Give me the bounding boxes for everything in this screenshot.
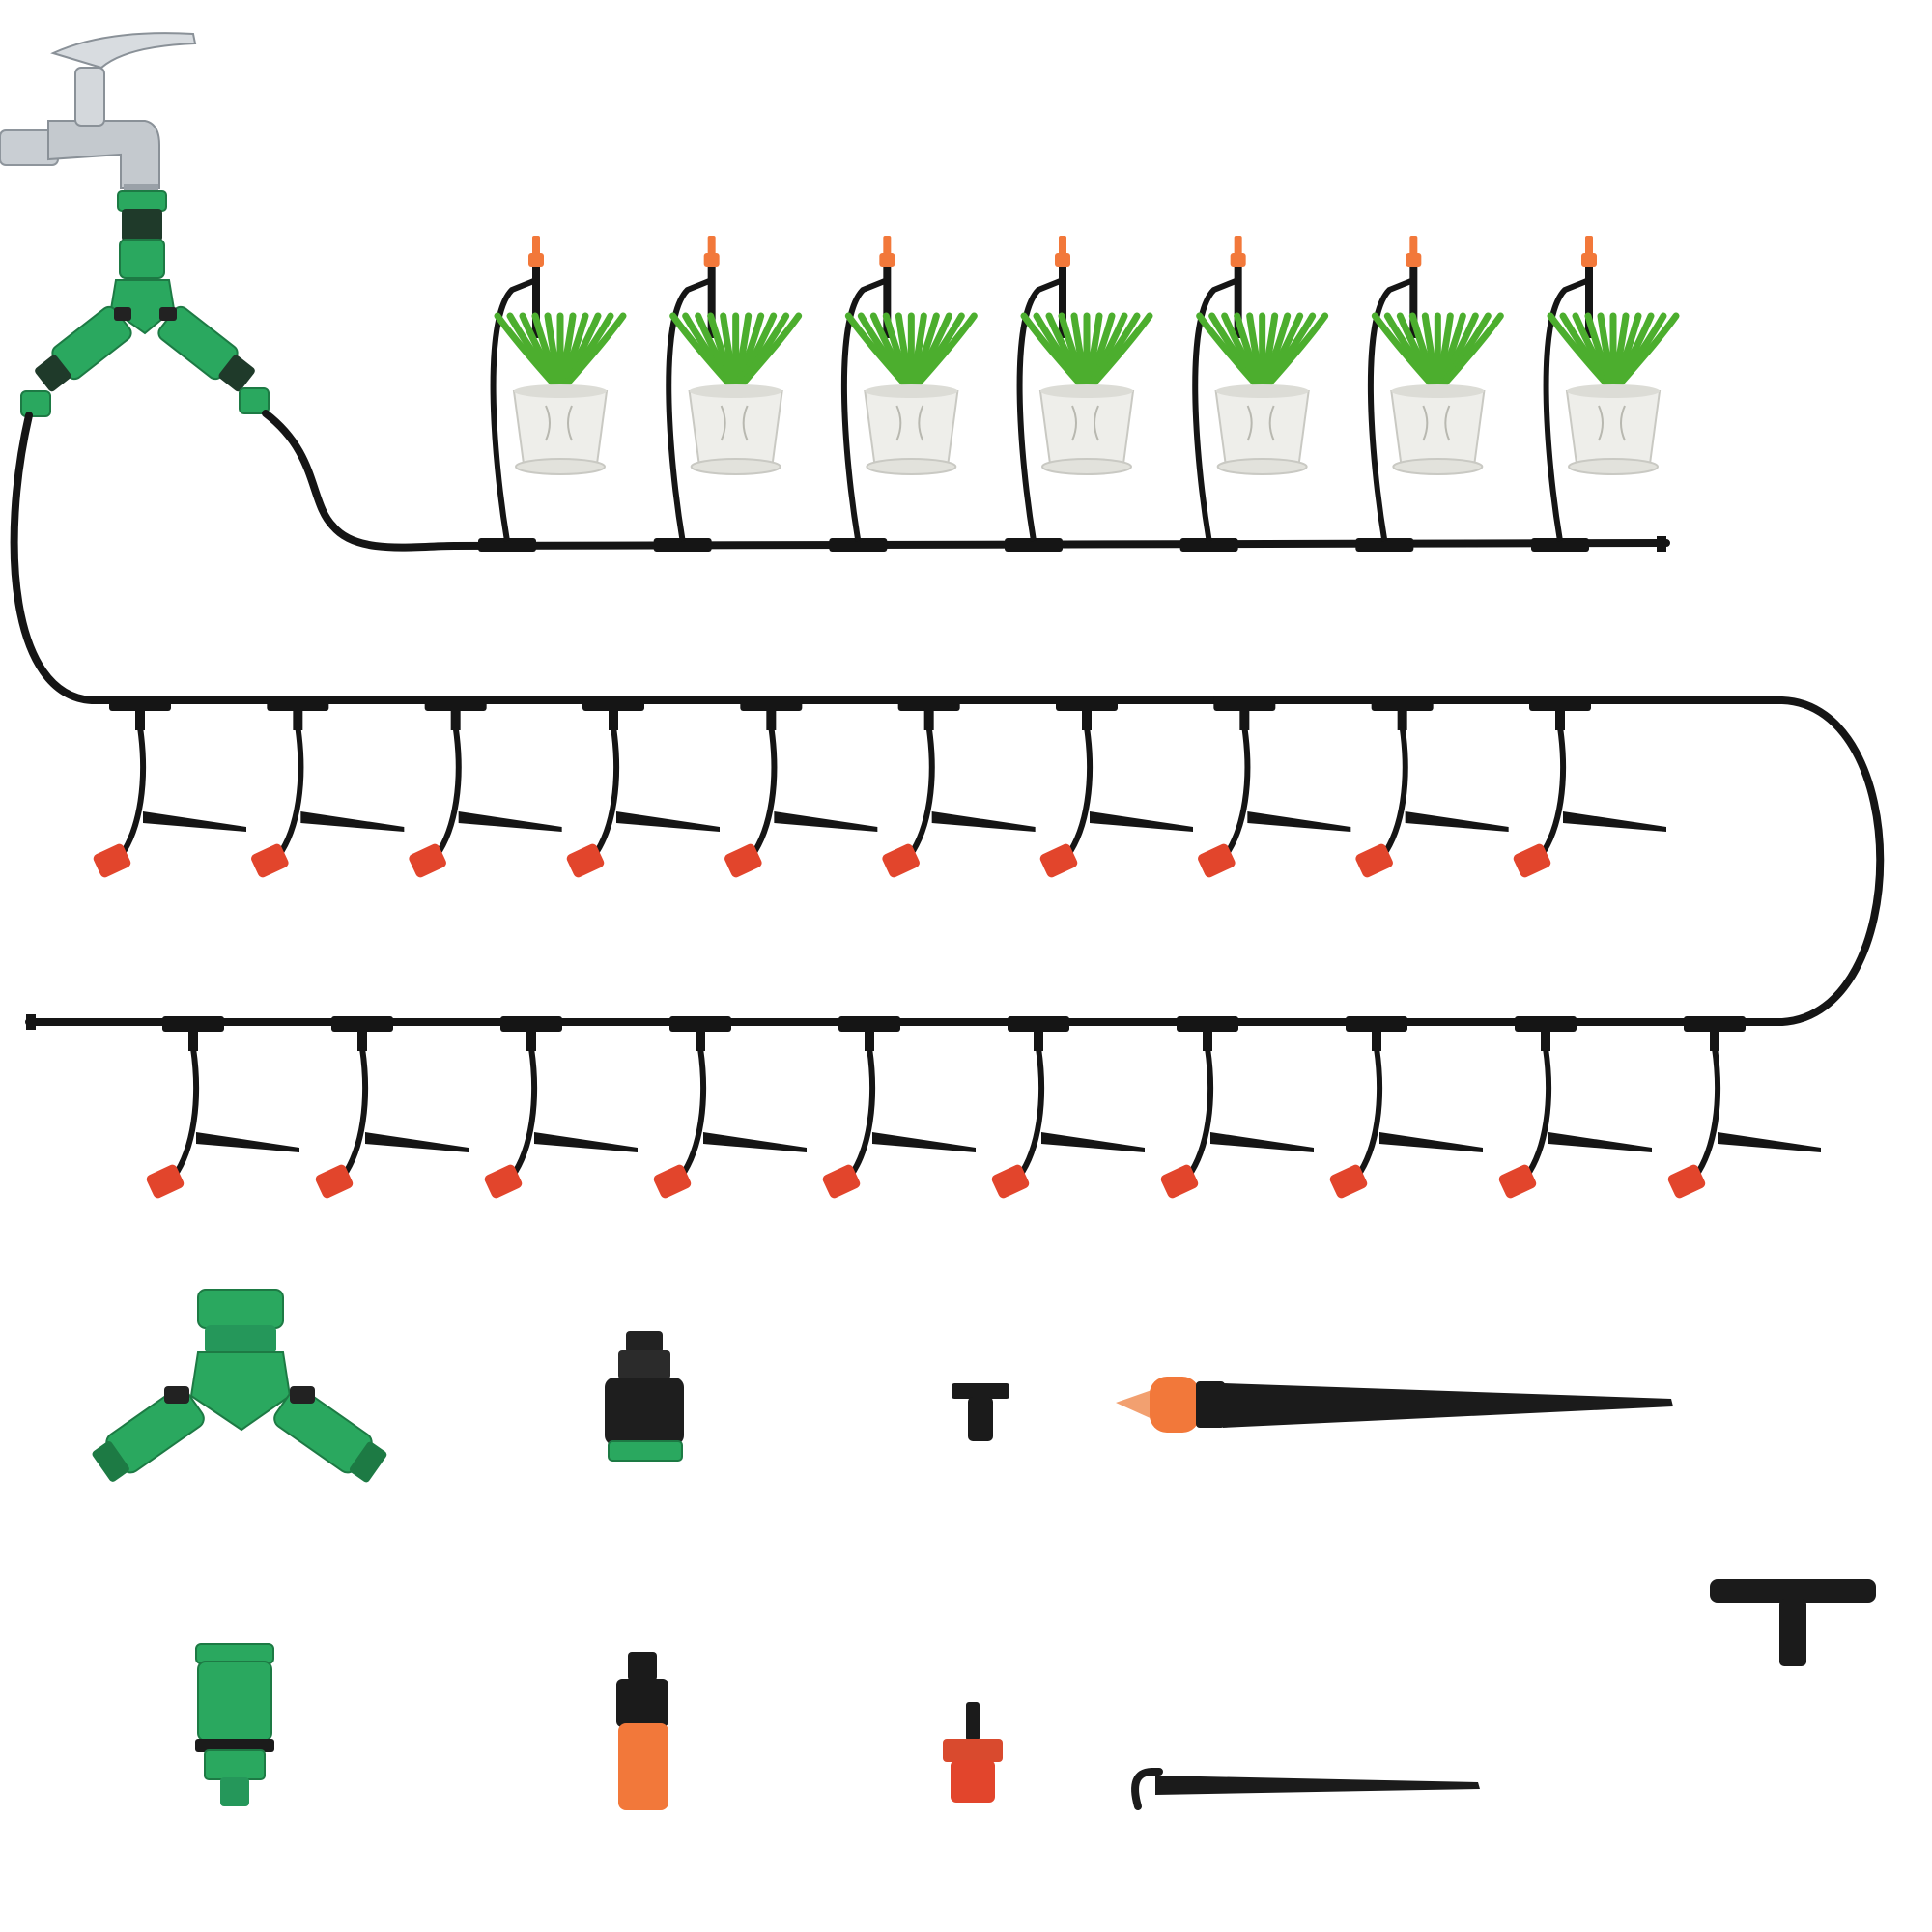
dripper-stake [484,1016,638,1199]
dripper-stake [315,1016,469,1199]
dripper-row-upper [93,696,1666,878]
dripper-stake [1039,696,1193,878]
dripper-stake [1160,1016,1314,1199]
hanging-pot [653,236,803,552]
hanging-pot [1355,236,1504,552]
hanging-pot [1531,236,1680,552]
hanging-pot [829,236,978,552]
mounted-y-splitter [20,190,270,417]
dripper-stake [566,696,720,878]
dripper-stake [991,1016,1145,1199]
adjustable-nozzle-icon [616,1652,668,1810]
faucet-icon [0,32,197,203]
dripper-stake [251,696,405,878]
quick-connector-icon [195,1643,274,1806]
dripper-stake [1355,696,1509,878]
dripper-stake [653,1016,807,1199]
tee-connector-icon [1710,1579,1876,1666]
hanging-pot [478,236,627,552]
dripper-stake [1667,1016,1821,1199]
sprayer-stake-icon [1116,1377,1673,1433]
hanging-pot-row [478,236,1680,552]
dripper-stake [93,696,246,878]
hanging-pot [1005,236,1153,552]
end-plug-icon [952,1383,1009,1441]
y-splitter-icon [92,1289,387,1483]
dripper-stake [1498,1016,1652,1199]
dripper-stake [146,1016,299,1199]
dripper-row-lower [146,1016,1821,1199]
hook-stake-icon [1131,1768,1480,1810]
lower-line-end-cap [26,1014,36,1030]
dripper-stake [724,696,878,878]
tap-adapter-icon [605,1331,684,1462]
dripper-stake [822,1016,976,1199]
dripper-stake [882,696,1036,878]
main-tubing [10,410,1885,1026]
dripper-stake [1513,696,1666,878]
dripper-stake [1329,1016,1483,1199]
hanging-pot [1179,236,1329,552]
red-dripper-icon [943,1702,1003,1803]
upper-line-end-cap [1657,536,1666,552]
dripper-stake [409,696,562,878]
dripper-stake [1198,696,1351,878]
